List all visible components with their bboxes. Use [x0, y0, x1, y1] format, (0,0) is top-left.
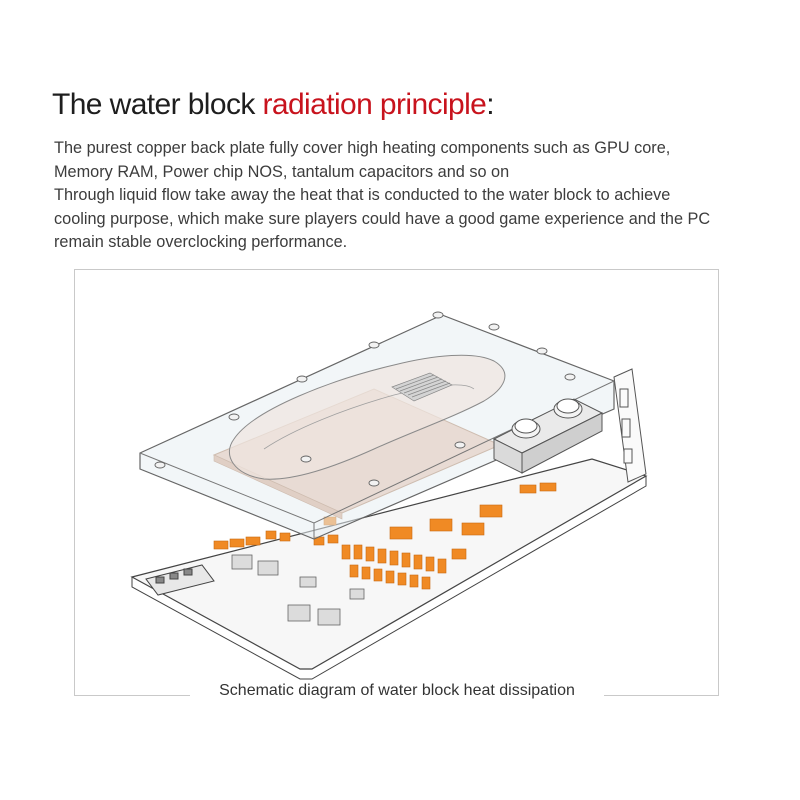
- title-end: :: [486, 88, 494, 121]
- description-line-3: Through liquid flow take away the heat t…: [54, 186, 671, 204]
- description-line-2: Memory RAM, Power chip NOS, tantalum cap…: [54, 162, 510, 181]
- io-bracket: [613, 368, 647, 483]
- description-line-1: The purest copper back plate fully cover…: [54, 139, 671, 157]
- micro-fin-array: [391, 372, 453, 402]
- description-line-5: remain stable overclocking performance.: [54, 233, 348, 251]
- page-title: The water block radiation principle:: [52, 88, 495, 122]
- inductor-chips: [231, 554, 365, 626]
- mounting-screws: [154, 311, 576, 487]
- diagram-caption: Schematic diagram of water block heat di…: [190, 682, 604, 700]
- inlet-outlet-terminal: [492, 398, 604, 474]
- circuit-board: [130, 458, 648, 670]
- description: The purest copper back plate fully cover…: [54, 137, 784, 255]
- title-main: The water block: [52, 88, 263, 121]
- water-block-diagram: [130, 311, 648, 680]
- description-line-4: cooling purpose, which make sure players…: [54, 209, 711, 228]
- title-accent: radiation principle: [262, 88, 487, 121]
- power-connector: [145, 564, 215, 596]
